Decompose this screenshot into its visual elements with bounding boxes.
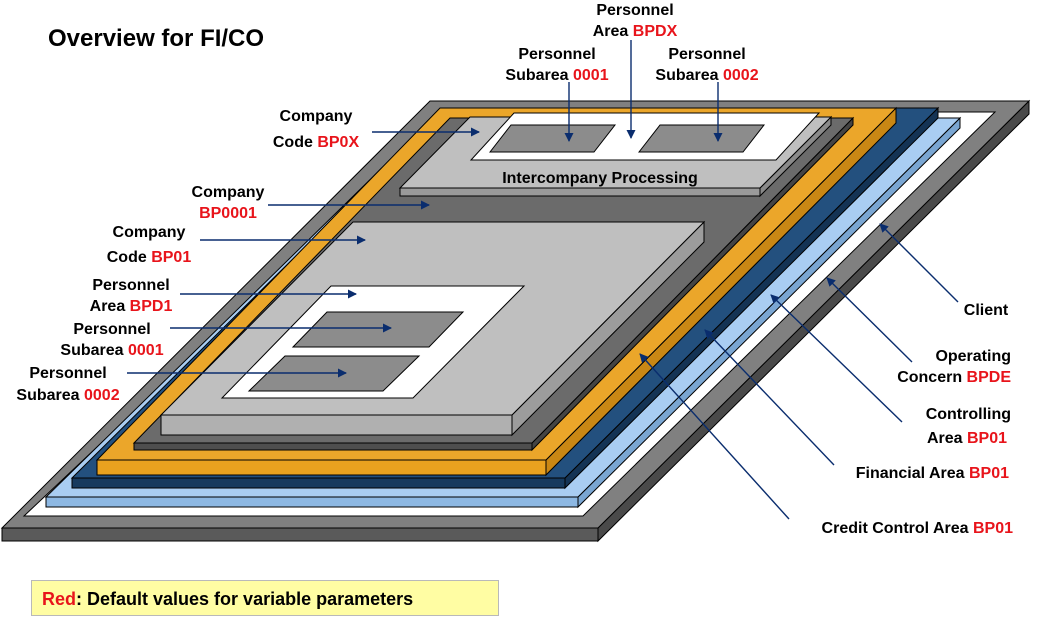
label-company-code-bp01: Company Code BP01 — [107, 224, 192, 266]
label-controlling-area: Controlling Area BP01 — [926, 406, 1011, 447]
svg-text:Controlling: Controlling — [926, 406, 1011, 423]
label-credit-control-area: Credit Control Area BP01 — [822, 520, 1014, 537]
arrow-controlling-area — [770, 294, 903, 423]
arrow-financial-area — [704, 329, 835, 466]
company-code-bp0x-block: Intercompany Processing — [398, 112, 833, 198]
intercompany-processing-label: Intercompany Processing — [502, 170, 698, 187]
svg-text:Financial Area BP01: Financial Area BP01 — [856, 465, 1009, 482]
arrow-client — [879, 223, 959, 303]
label-company-bp0001: Company BP0001 — [192, 184, 265, 222]
personnel-subarea-1-slab — [291, 311, 465, 348]
svg-text:Area BPD1: Area BPD1 — [90, 298, 173, 315]
page-title: Overview for FI/CO — [48, 25, 264, 52]
label-personnel-subarea-1: Personnel Subarea 0001 — [60, 321, 163, 359]
label-company-code-bp0x: Company Code BP0X — [273, 108, 360, 151]
label-personnel-area-bpd1: Personnel Area BPD1 — [90, 277, 173, 315]
label-personnel-area-bpdx: Personnel Area BPDX — [593, 2, 678, 40]
svg-text:Company: Company — [280, 108, 353, 125]
svg-text:Personnel: Personnel — [29, 365, 106, 382]
pointer-arrows — [127, 40, 959, 520]
svg-text:Code BP0X: Code BP0X — [273, 134, 360, 151]
svg-text:Code BP01: Code BP01 — [107, 249, 192, 266]
svg-text:Subarea 0002: Subarea 0002 — [655, 67, 758, 84]
legend-text: : Default values for variable parameters — [76, 589, 414, 609]
company-code-bp01-block — [159, 220, 706, 437]
svg-text:Company: Company — [113, 224, 186, 241]
svg-text:Area BPDX: Area BPDX — [593, 23, 678, 40]
label-personnel-subarea-top-2: Personnel Subarea 0002 — [655, 46, 758, 84]
svg-text:Subarea 0001: Subarea 0001 — [505, 67, 608, 84]
label-operating-concern: Operating Concern BPDE — [897, 348, 1011, 386]
svg-text:Subarea 0001: Subarea 0001 — [60, 342, 163, 359]
svg-text:Personnel: Personnel — [73, 321, 150, 338]
svg-text:Concern BPDE: Concern BPDE — [897, 369, 1011, 386]
svg-text:Client: Client — [964, 302, 1009, 319]
label-financial-area: Financial Area BP01 — [856, 465, 1009, 482]
arrow-credit-control-area — [639, 353, 790, 520]
label-client: Client — [964, 302, 1009, 319]
legend-red-word: Red — [42, 589, 77, 609]
label-personnel-subarea-top-1: Personnel Subarea 0001 — [505, 46, 608, 84]
legend-note: Red: Default values for variable paramet… — [31, 580, 499, 616]
svg-text:Operating: Operating — [935, 348, 1011, 365]
svg-text:Company: Company — [192, 184, 265, 201]
svg-text:Personnel: Personnel — [518, 46, 595, 63]
arrow-operating-concern — [826, 277, 913, 363]
svg-text:BP0001: BP0001 — [199, 205, 257, 222]
svg-text:Credit Control Area BP01: Credit Control Area BP01 — [822, 520, 1014, 537]
svg-text:Subarea 0002: Subarea 0002 — [16, 387, 119, 404]
personnel-subarea-top-2-slab — [637, 124, 766, 153]
svg-text:Personnel: Personnel — [668, 46, 745, 63]
svg-text:Area BP01: Area BP01 — [927, 430, 1007, 447]
label-personnel-subarea-2: Personnel Subarea 0002 — [16, 365, 119, 404]
personnel-subarea-top-1-slab — [488, 124, 617, 153]
svg-text:Personnel: Personnel — [92, 277, 169, 294]
svg-text:Personnel: Personnel — [596, 2, 673, 19]
